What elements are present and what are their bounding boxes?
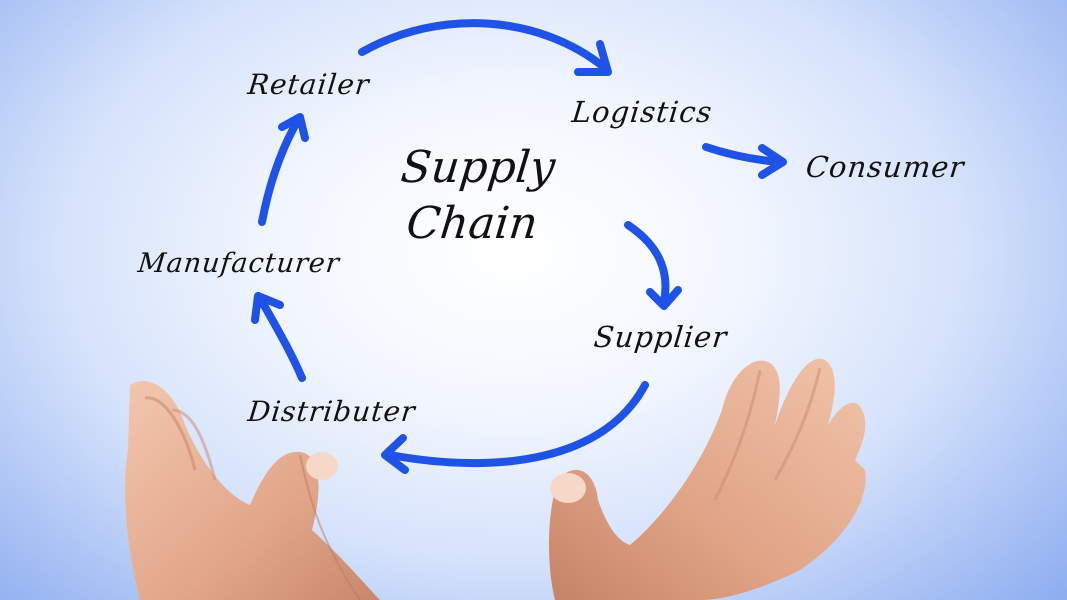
node-consumer: Consumer: [804, 150, 967, 184]
arrow-center-to-supplier: [624, 221, 682, 310]
node-manufacturer: Manufacturer: [136, 248, 342, 279]
arrow-manufacturer-to-retailer: [258, 113, 309, 226]
right-hand: [548, 358, 866, 600]
node-logistics: Logistics: [570, 95, 715, 129]
node-distributer: Distributer: [246, 395, 418, 428]
arrow-supplier-to-distributer: [381, 381, 649, 474]
node-supplier: Supplier: [592, 320, 730, 354]
node-retailer: Retailer: [246, 68, 372, 101]
title-line-1: Supply: [398, 142, 558, 193]
arrow-distributer-to-manufacturer: [251, 292, 306, 382]
arrow-retailer-to-logistics: [358, 19, 612, 76]
arrow-logistics-to-consumer: [702, 143, 787, 179]
title-line-2: Chain: [404, 198, 541, 249]
diagram-title: Supply Chain: [374, 140, 576, 252]
left-hand: [125, 380, 380, 600]
